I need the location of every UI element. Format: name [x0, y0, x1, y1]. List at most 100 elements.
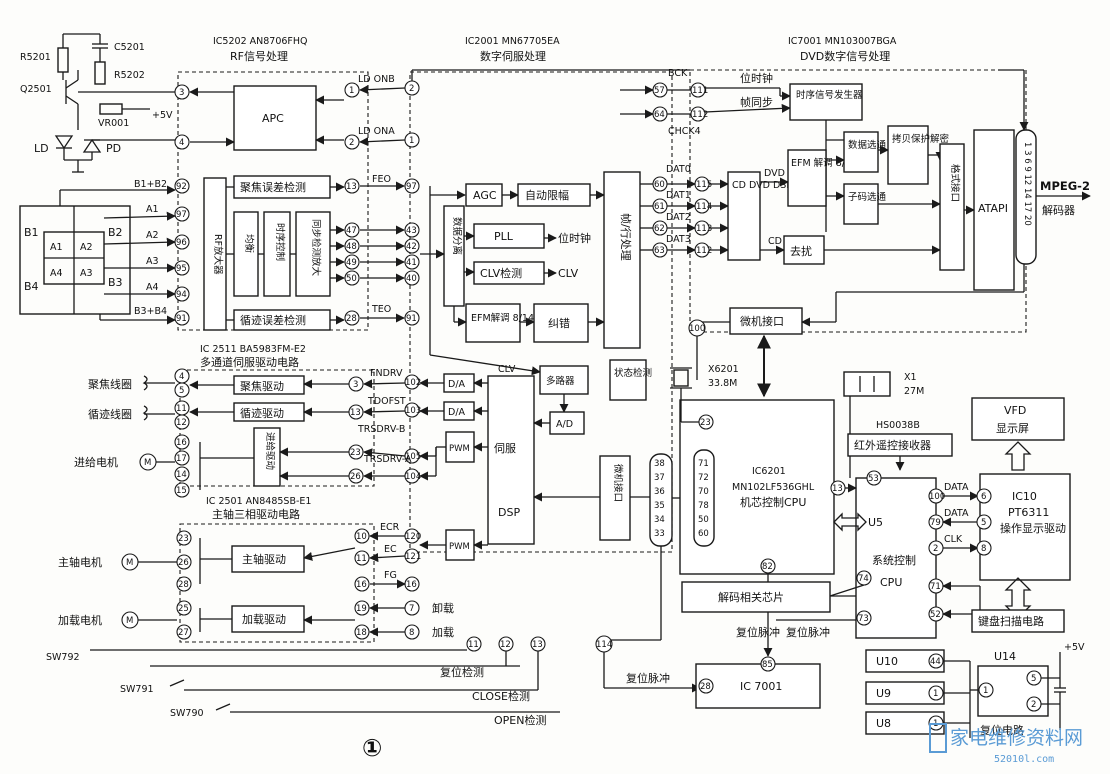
- svg-text:36: 36: [654, 487, 665, 497]
- cd-dvd-if-box: [727, 171, 761, 261]
- timing-ctrl-label: 时序控制: [274, 223, 286, 261]
- format-if-box: [939, 143, 965, 271]
- svg-text:26: 26: [178, 558, 189, 568]
- u5-block: U5 系统控制 CPU 53 100 79 2 71 52 74 73 13 X…: [829, 371, 980, 639]
- cd-label: CD: [768, 236, 782, 247]
- svg-text:34: 34: [654, 515, 665, 525]
- micro-if-box: [729, 307, 803, 335]
- reset-block: U10 44 U9 1 U8 1 U14 1 5 2 复位电路 +5V: [865, 642, 1085, 738]
- svg-text:115: 115: [696, 180, 712, 190]
- svg-text:3: 3: [353, 380, 358, 390]
- svg-text:35: 35: [654, 501, 665, 511]
- svg-text:4: 4: [179, 372, 184, 382]
- svg-text:27: 27: [178, 628, 189, 638]
- reset-pulse1-label: 复位脉冲: [626, 671, 670, 685]
- ic6201-pin-column: [693, 449, 715, 547]
- ic2001-block: IC2001 MN67705EA 数字伺服处理 2 1 97 43 42 41 …: [358, 36, 690, 641]
- clv-label: CLV: [558, 267, 579, 280]
- svg-text:13: 13: [350, 408, 361, 418]
- vfd-box: [971, 397, 1065, 441]
- a1-label: A1: [50, 242, 63, 253]
- ic10-block: VFD 显示屏 IC10 PT6311 操作显示驱动 6 5 8 键盘扫描电路: [971, 397, 1071, 633]
- dat0-label: DAT0: [666, 164, 691, 175]
- watermark-logo-icon: [929, 723, 947, 753]
- ld-ona-label: LD ONA: [358, 126, 395, 137]
- svg-text:5: 5: [179, 386, 184, 396]
- u14-label: U14: [994, 650, 1016, 663]
- svg-text:33: 33: [654, 529, 665, 539]
- timing-gen-box: [789, 83, 863, 121]
- svg-text:44: 44: [930, 657, 941, 667]
- a4-signal-label: A4: [146, 282, 159, 293]
- svg-text:16: 16: [406, 580, 417, 590]
- svg-text:2: 2: [349, 138, 354, 148]
- ic7001b-label: IC 7001: [740, 680, 782, 693]
- error-corr-label: 纠错: [548, 316, 570, 330]
- ic5202-right-pins: 1 2 13 47 48 49 50 28: [344, 82, 360, 326]
- laser-apc-circuit: R5201 C5201 R5202 Q2501 VR001 +5V LD PD: [20, 33, 175, 173]
- svg-text:105: 105: [405, 452, 421, 462]
- ic5202-title: IC5202 AN8706FHQ: [213, 36, 308, 47]
- svg-text:94: 94: [176, 290, 187, 300]
- load-motor-label: 加载电机: [58, 613, 102, 627]
- bck-label: BCK: [668, 68, 688, 79]
- svg-text:49: 49: [346, 258, 357, 268]
- sub-select-box: [843, 183, 879, 225]
- state-detect-label: 状态检测: [614, 367, 652, 379]
- svg-text:50: 50: [346, 274, 357, 284]
- svg-text:13: 13: [346, 182, 357, 192]
- feo-label: FEO: [372, 174, 391, 185]
- svg-text:47: 47: [346, 226, 357, 236]
- auto-limit-label: 自动限幅: [525, 189, 569, 202]
- tdofst-label: TDOFST: [367, 396, 406, 407]
- data-select-label: 数据选通: [848, 139, 887, 151]
- efm-demod-label: EFM解调 8/14: [471, 312, 534, 324]
- watermark: 家电维修资料网 52010l.com: [929, 723, 1083, 765]
- efm-demod2-box: [787, 149, 827, 207]
- clv2-label: CLV: [498, 364, 516, 375]
- svg-text:11: 11: [176, 404, 187, 414]
- svg-text:16: 16: [356, 580, 367, 590]
- ic2501-block: IC 2501 AN8485SB-E1 主轴三相驱动电路 23 26 28 25…: [58, 496, 454, 643]
- chck4-label: CHCK4: [668, 126, 701, 137]
- svg-text:1: 1: [409, 136, 414, 146]
- ecr-label: ECR: [380, 522, 400, 533]
- ic5202-left-pins: 3 4 92 97 96 95 94 91: [174, 84, 190, 326]
- svg-text:112: 112: [696, 246, 712, 256]
- svg-text:53: 53: [868, 474, 879, 484]
- x1-freq-label: 27M: [904, 386, 924, 397]
- ic10-sub-label: 操作显示驱动: [1000, 521, 1066, 535]
- svg-text:42: 42: [406, 242, 417, 252]
- svg-text:5: 5: [981, 518, 986, 528]
- ic7001-subtitle: DVD数字信号处理: [800, 49, 890, 63]
- svg-text:10: 10: [356, 532, 367, 542]
- data1-label: DATA: [944, 482, 969, 493]
- svg-text:60: 60: [654, 180, 665, 190]
- track-err-label: 循迹误差检测: [240, 313, 306, 327]
- focus-drive-label: 聚焦驱动: [240, 380, 284, 393]
- x1-crystal: [843, 371, 891, 397]
- dat2-label: DAT2: [666, 212, 691, 223]
- teo-label: TEO: [371, 304, 391, 315]
- load-drive-box: [231, 605, 305, 633]
- spindle-drive-label: 主轴驱动: [242, 552, 286, 566]
- ic2501-title: IC 2501 AN8485SB-E1: [206, 496, 311, 507]
- svg-text:57: 57: [654, 86, 665, 96]
- svg-text:37: 37: [654, 473, 665, 483]
- svg-text:8: 8: [981, 544, 986, 554]
- a1-signal-label: A1: [146, 204, 159, 215]
- b4-label: B4: [24, 280, 39, 293]
- svg-text:11: 11: [356, 554, 367, 564]
- svg-text:71: 71: [698, 459, 709, 469]
- svg-text:104: 104: [405, 472, 421, 482]
- svg-text:41: 41: [406, 258, 417, 268]
- u5-label: U5: [868, 516, 883, 529]
- vr001-label: VR001: [98, 118, 129, 129]
- pwm2-label: PWM: [449, 542, 470, 552]
- rf-amp-label: RF放大器: [212, 234, 224, 275]
- c5201-label: C5201: [114, 42, 145, 53]
- spindle-motor-label: 主轴电机: [58, 555, 102, 569]
- frame-line-box: [603, 171, 641, 349]
- frame-line-label: 帧/行处理: [619, 213, 633, 261]
